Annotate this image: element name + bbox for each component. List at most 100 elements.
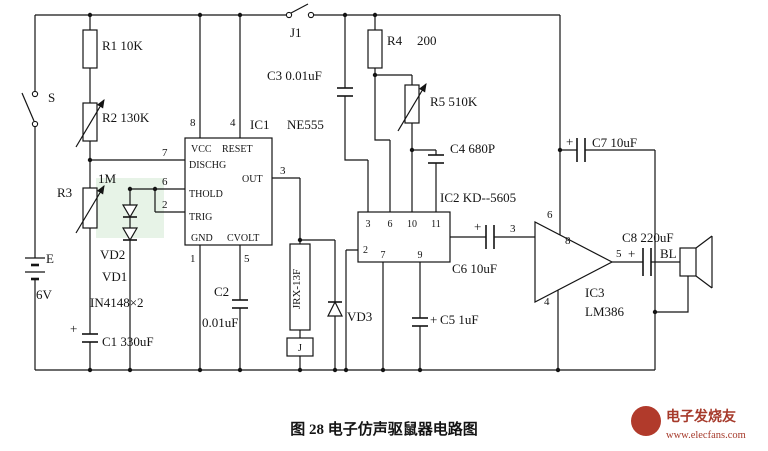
capacitor-c2 xyxy=(232,299,248,309)
capacitor-c5 xyxy=(412,317,428,327)
switch-s-contact-bottom xyxy=(31,120,39,128)
ic3-ref-label: IC3 xyxy=(585,285,605,300)
ic3-pin6: 6 xyxy=(547,209,553,221)
ic2-pin-3: 3 xyxy=(366,219,371,230)
resistor-r1 xyxy=(82,29,98,69)
ic3-pin5: 5 xyxy=(616,248,622,260)
ic1-vcc: VCC xyxy=(191,144,212,155)
watermark-brand: 电子发烧友 xyxy=(666,408,736,425)
ic3-pin4: 4 xyxy=(544,296,550,308)
relay-coil-box xyxy=(289,243,311,331)
resistor-r2 xyxy=(82,102,98,142)
capacitor-c6 xyxy=(485,225,495,249)
diode-vd2 xyxy=(121,204,139,219)
pot-arrow-r2 xyxy=(75,98,105,148)
r1-label: R1 10K xyxy=(102,38,143,53)
ic2-pin-2: 2 xyxy=(363,245,368,256)
c1-label: C1 330uF xyxy=(102,334,154,349)
c7-label: C7 10uF xyxy=(592,135,637,150)
relay-designator-box xyxy=(286,337,314,357)
ic2-label: IC2 KD--5605 xyxy=(440,190,516,205)
diode-vd3 xyxy=(327,300,343,317)
ic3-lm386-triangle xyxy=(534,221,614,303)
r3-value-label: 1M xyxy=(98,171,117,186)
watermark: 电子发烧友 www.elecfans.com xyxy=(631,406,746,441)
c5-plus-sign: + xyxy=(430,312,437,327)
switch-s-lever xyxy=(21,92,35,122)
r3-ref-label: R3 xyxy=(57,185,72,200)
switch-s-label: S xyxy=(48,90,55,105)
c4-label: C4 680P xyxy=(450,141,495,156)
switch-j1-contact-right xyxy=(307,11,315,19)
resistor-r5 xyxy=(404,84,420,124)
ic3-pin3: 3 xyxy=(510,223,516,235)
speaker-label: BL xyxy=(660,246,677,261)
wires xyxy=(34,14,689,371)
ic2-pin-7: 7 xyxy=(381,250,386,261)
r2-label: R2 130K xyxy=(102,110,150,125)
ic2-pin-10: 10 xyxy=(407,219,417,230)
battery-symbol xyxy=(25,257,45,281)
c6-label: C6 10uF xyxy=(452,261,497,276)
ic1-ref-label: IC1 xyxy=(250,117,270,132)
c7-plus-sign: + xyxy=(566,134,573,149)
relay-coil-label: JRX-13F xyxy=(291,269,303,309)
c2-value-label: 0.01uF xyxy=(202,315,238,330)
r4-ref-label: R4 xyxy=(387,33,403,48)
ic1-trig: TRIG xyxy=(189,212,212,223)
ic1-cvolt: CVOLT xyxy=(227,233,259,244)
capacitor-c4 xyxy=(428,154,444,164)
capacitor-c7 xyxy=(576,138,586,162)
c3-label: C3 0.01uF xyxy=(267,68,322,83)
ic1-ne555-box xyxy=(184,137,273,246)
relay-designator-label: J xyxy=(298,343,302,354)
r5-label: R5 510K xyxy=(430,94,478,109)
c1-plus-sign: + xyxy=(70,321,77,336)
switch-s-contact-top xyxy=(31,90,39,98)
ic1-dischg: DISCHG xyxy=(189,160,226,171)
diode-type-label: IN4148×2 xyxy=(90,295,144,310)
c2-ref-label: C2 xyxy=(214,284,229,299)
ic3-pin8: 8 xyxy=(565,235,571,247)
capacitor-c1 xyxy=(82,333,98,343)
junction-dots xyxy=(87,12,658,373)
battery-label: E xyxy=(46,251,54,266)
c8-label: C8 220uF xyxy=(622,230,674,245)
c6-plus-sign: + xyxy=(474,219,481,234)
resistor-r3 xyxy=(82,187,98,229)
watermark-site: www.elecfans.com xyxy=(666,430,746,441)
figure-caption: 图 28 电子仿声驱鼠器电路图 xyxy=(290,420,478,438)
labels: S E 6V + C1 330uF R1 10K R2 130K 1M R3 V… xyxy=(36,25,677,354)
ic1-thold: THOLD xyxy=(189,189,223,200)
ic2-kd5605-box xyxy=(357,211,451,263)
capacitor-c3 xyxy=(337,87,353,97)
ic1-out: OUT xyxy=(242,174,263,185)
ic1-pin1: 1 xyxy=(190,253,196,265)
ic1-reset: RESET xyxy=(222,144,253,155)
ic1-pin5: 5 xyxy=(244,253,250,265)
ic1-pin8: 8 xyxy=(190,117,196,129)
pot-arrow-r5 xyxy=(397,82,427,132)
ic1-pin3: 3 xyxy=(280,165,286,177)
elecfans-logo xyxy=(631,406,661,436)
j1-label: J1 xyxy=(290,25,302,40)
c5-label: C5 1uF xyxy=(440,312,479,327)
speaker-symbol xyxy=(679,235,713,289)
vd3-label: VD3 xyxy=(347,309,372,324)
vd1-label: VD1 xyxy=(102,269,127,284)
ic1-pin4: 4 xyxy=(230,117,236,129)
c8-plus-sign: + xyxy=(628,246,635,261)
ic2-pin-6: 6 xyxy=(388,219,393,230)
ic2-pin-9: 9 xyxy=(418,250,423,261)
capacitor-c8 xyxy=(642,248,652,276)
switch-j1-lever xyxy=(290,3,309,14)
ic1-gnd: GND xyxy=(191,233,213,244)
switch-j1-contact-left xyxy=(285,11,293,19)
ic1-pin7: 7 xyxy=(162,147,168,159)
resistor-r4 xyxy=(367,29,383,69)
ic2-pin-11: 11 xyxy=(431,219,441,230)
ic1-pin2: 2 xyxy=(162,199,168,211)
components xyxy=(21,3,713,357)
